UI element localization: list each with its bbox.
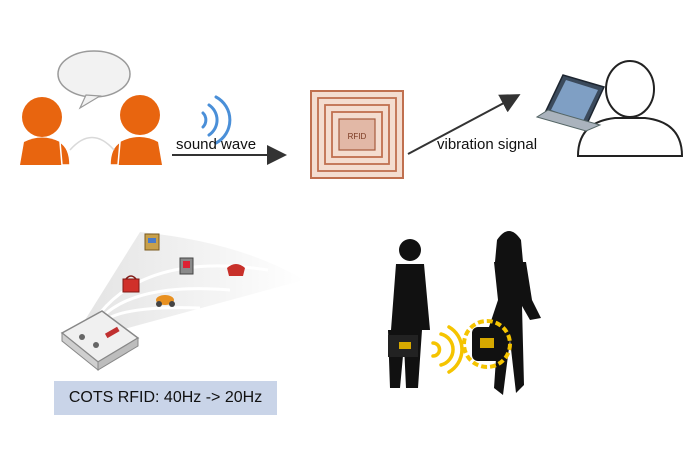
rfid-chip-label: RFID [348,132,367,141]
sound-wave-label: sound wave [176,136,257,153]
businesspeople-silhouette-icon [388,231,541,395]
speech-bubble-icon [57,50,131,110]
vibration-signal-label: vibration signal [437,136,538,153]
laptop-user-icon [535,60,684,157]
rfid-tag-icon [310,90,404,179]
arrow-rfid-to-user [407,94,521,155]
tagged-items-icon [122,233,245,307]
reader-coverage-fan [85,232,304,335]
rfid-reader-icon [60,310,140,372]
cots-rfid-caption: COTS RFID: 40Hz -> 20Hz [54,381,277,415]
sound-wave-icon [201,95,232,145]
signal-arc-icon [431,325,464,374]
talking-people-icon [20,95,162,166]
tag-signal-ring [462,319,512,369]
